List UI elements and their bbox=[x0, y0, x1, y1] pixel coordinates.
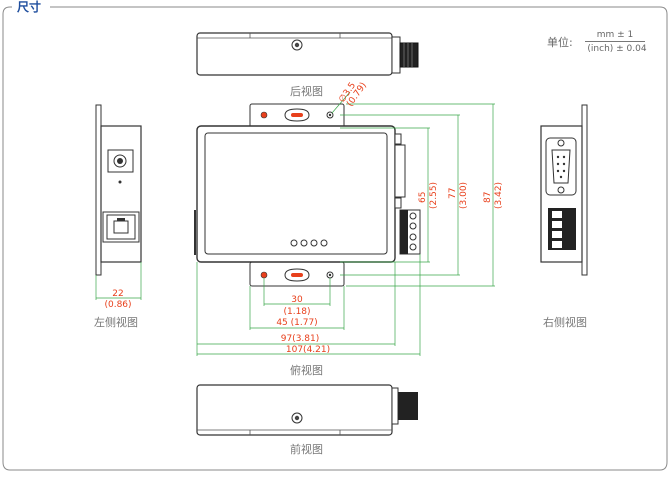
front-view-label: 前视图 bbox=[290, 443, 323, 456]
dim-22-in: (0.86) bbox=[104, 300, 131, 310]
rear-view-drawing bbox=[196, 32, 419, 76]
dim-65: 65 bbox=[418, 192, 428, 203]
unit-numerator: mm ± 1 bbox=[585, 29, 645, 42]
dim-30-in: (1.18) bbox=[283, 307, 310, 317]
right-view-label: 右侧视图 bbox=[543, 316, 587, 329]
rear-view-label: 后视图 bbox=[290, 85, 323, 98]
dim-30: 30 bbox=[291, 295, 303, 305]
dimension-lines bbox=[95, 91, 495, 356]
dim-22: 22 bbox=[112, 289, 123, 299]
dim-107: 107(4.21) bbox=[286, 345, 330, 355]
unit-denominator: (inch) ± 0.04 bbox=[587, 44, 647, 54]
top-view-label: 俯视图 bbox=[290, 364, 323, 377]
left-side-view-drawing bbox=[95, 104, 142, 276]
dim-87: 87 bbox=[483, 192, 493, 203]
left-view-label: 左侧视图 bbox=[94, 316, 138, 329]
dim-87-in: (3.42) bbox=[494, 182, 504, 209]
unit-label: 单位: bbox=[547, 36, 573, 49]
dim-77: 77 bbox=[448, 188, 458, 199]
dim-45: 45 (1.77) bbox=[276, 318, 317, 328]
right-side-view-drawing bbox=[540, 104, 588, 276]
dim-65-in: (2.55) bbox=[429, 182, 439, 209]
dim-97: 97(3.81) bbox=[281, 334, 320, 344]
section-title: 尺寸 bbox=[14, 0, 45, 14]
dim-77-in: (3.00) bbox=[459, 182, 469, 209]
front-view-drawing bbox=[196, 384, 418, 436]
outer-frame bbox=[2, 6, 668, 471]
unit-legend: 单位: mm ± 1 (inch) ± 0.04 bbox=[547, 29, 657, 59]
top-view-drawing bbox=[194, 103, 421, 287]
